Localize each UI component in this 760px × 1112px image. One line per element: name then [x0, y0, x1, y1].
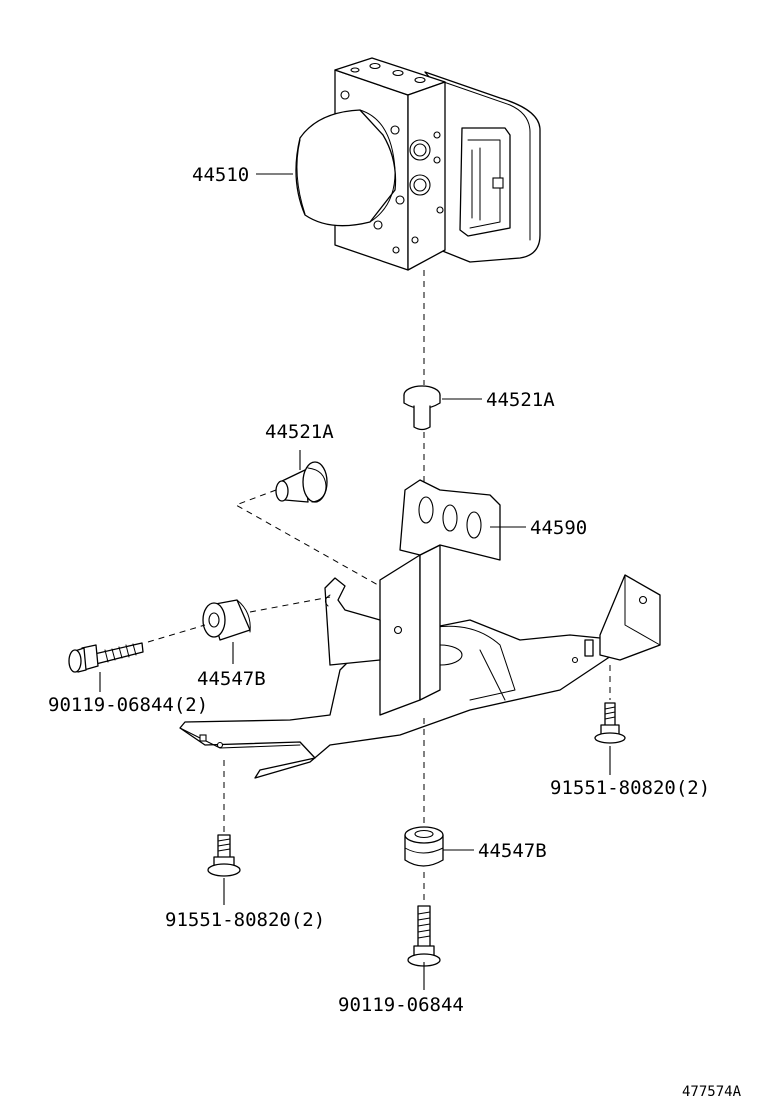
bushing-44547b-bottom	[404, 826, 444, 867]
label-90119-bottom: 90119-06844	[338, 994, 464, 1016]
label-44510: 44510	[192, 164, 249, 186]
bolt-90119-left	[68, 642, 144, 673]
part-labels: 44510 44521A 44521A 44590 44547B 44547B …	[48, 164, 742, 1100]
label-44547b-left: 44547B	[197, 668, 266, 690]
label-44521a-left: 44521A	[265, 421, 334, 443]
label-44547b-bottom: 44547B	[478, 840, 547, 862]
assembly-lines	[147, 270, 611, 900]
collar-44521a-left	[275, 461, 328, 503]
leader-lines	[99, 173, 611, 990]
abs-actuator	[295, 57, 541, 271]
bolt-91551-left	[207, 834, 241, 877]
bushing-44547b-left	[202, 599, 251, 641]
bracket	[179, 479, 661, 779]
label-44590: 44590	[530, 517, 587, 539]
label-91551-left: 91551-80820(2)	[165, 909, 325, 931]
label-44521a-top: 44521A	[486, 389, 555, 411]
label-90119-left: 90119-06844(2)	[48, 694, 208, 716]
bolt-90119-bottom	[407, 905, 441, 967]
collar-44521a-top	[403, 385, 441, 431]
label-91551-right: 91551-80820(2)	[550, 777, 710, 799]
reference-code: 477574A	[682, 1084, 742, 1100]
bolt-91551-right	[594, 702, 626, 744]
